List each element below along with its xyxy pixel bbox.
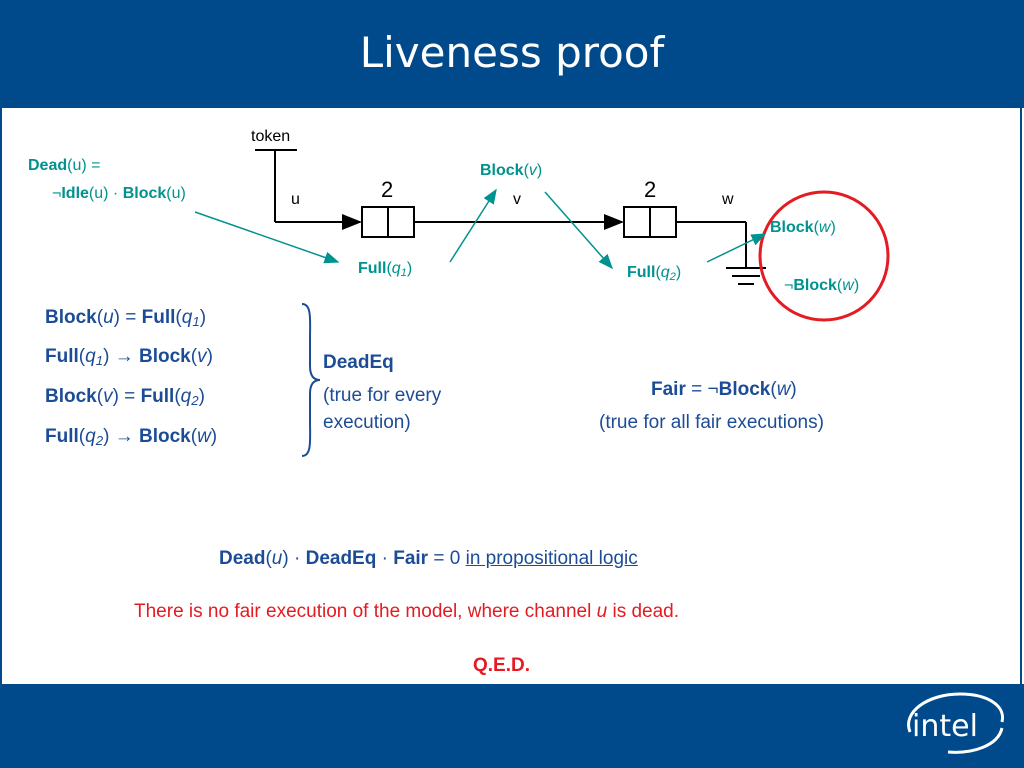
- channel-w-label: w: [722, 191, 734, 208]
- conclusion-statement: There is no fair execution of the model,…: [134, 601, 680, 622]
- fair-definition: Fair = ¬Block(w): [651, 379, 797, 400]
- not-block-w-label: ¬Block(w): [784, 277, 860, 294]
- deadeq-note-line1: (true for every: [323, 385, 442, 406]
- sink-ground-icon: [726, 267, 766, 285]
- channel-u-label: u: [291, 191, 300, 208]
- block-w-label: Block(w): [770, 219, 836, 236]
- queue-q1: [361, 206, 415, 238]
- channel-u-wire: [255, 149, 362, 230]
- slide-title: Liveness proof: [359, 28, 665, 77]
- queue-q2: [623, 206, 677, 238]
- slide-frame: [0, 108, 1022, 684]
- queue2-capacity: 2: [644, 177, 657, 202]
- highlight-circle: [758, 190, 890, 322]
- propositional-logic-link[interactable]: in propositional logic: [465, 548, 638, 569]
- channel-w-wire: [676, 221, 747, 268]
- right-curly-brace: [301, 303, 321, 457]
- token-label: token: [251, 128, 291, 145]
- equation-row: Block(u) = Full(q1): [45, 307, 207, 329]
- channel-v-label: v: [513, 191, 521, 208]
- equation-row: Full(q1) → Block(v): [45, 346, 213, 368]
- conclusion-formula: Dead(u) · DeadEq · Fair = 0 in propositi…: [219, 548, 638, 569]
- block-v-label: Block(v): [480, 162, 543, 179]
- queue1-capacity: 2: [381, 177, 394, 202]
- equation-row: Block(v) = Full(q2): [45, 386, 205, 408]
- qed-label: Q.E.D.: [473, 655, 531, 676]
- dead-u-definition-line1: Dead(u) =: [28, 157, 101, 174]
- deadeq-label: DeadEq: [323, 352, 394, 373]
- slide-header: [0, 0, 1024, 108]
- svg-text:intel: intel: [912, 709, 978, 744]
- arrow-full-q2-to-block-w: [706, 233, 767, 263]
- equation-row: Full(q2) → Block(w): [45, 426, 218, 448]
- slide-footer: [0, 684, 1024, 768]
- full-q1-label: Full(q1): [358, 260, 413, 279]
- deadeq-note-line2: execution): [323, 412, 411, 433]
- fair-note: (true for all fair executions): [599, 412, 824, 433]
- full-q2-label: Full(q2): [627, 264, 682, 283]
- arrow-full-q1-to-block-v: [449, 188, 497, 263]
- arrow-dead-to-full-q1: [194, 211, 340, 264]
- arrow-block-v-to-full-q2: [544, 191, 613, 270]
- dead-u-definition-line2: ¬Idle(u) · Block(u): [52, 185, 186, 202]
- intel-logo-icon: intel: [898, 688, 1008, 760]
